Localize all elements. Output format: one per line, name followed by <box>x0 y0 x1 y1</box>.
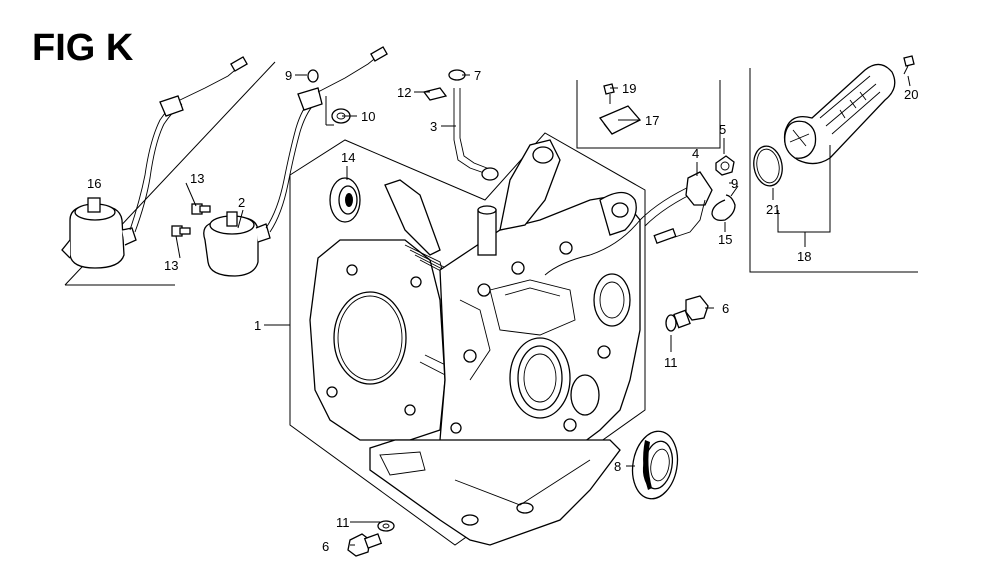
callout-6-right: 6 <box>722 301 729 316</box>
callout-9-top: 9 <box>285 68 292 83</box>
part-3-7-12-linkage <box>422 69 499 181</box>
callout-6-bottom: 6 <box>322 539 329 554</box>
callout-15: 15 <box>718 232 732 247</box>
callout-18: 18 <box>797 249 811 264</box>
callout-13-top: 13 <box>190 171 204 186</box>
callout-3: 3 <box>430 119 437 134</box>
part-1-crankcase <box>289 132 646 546</box>
part-16-switch-assembly <box>61 56 248 269</box>
callout-5: 5 <box>719 122 726 137</box>
part-2-solenoid-assembly <box>203 46 388 277</box>
callout-2: 2 <box>238 195 245 210</box>
leader-lines <box>175 74 911 546</box>
part-8-oil-seal <box>631 430 679 500</box>
callout-11-right: 11 <box>664 355 678 370</box>
callout-1: 1 <box>254 318 261 333</box>
callout-9-right: 9 <box>731 176 738 191</box>
callout-20: 20 <box>904 87 918 102</box>
callout-19: 19 <box>622 81 636 96</box>
part-13-bolts <box>171 203 211 237</box>
callout-16: 16 <box>87 176 101 191</box>
callout-7: 7 <box>474 68 481 83</box>
part-5-bolt <box>715 155 735 176</box>
callout-4: 4 <box>692 146 699 161</box>
callout-14: 14 <box>341 150 355 165</box>
callout-10: 10 <box>361 109 375 124</box>
callout-12: 12 <box>397 85 411 100</box>
callout-21: 21 <box>766 202 780 217</box>
part-9-10-washer-nut <box>307 69 351 124</box>
part-6-11-bottom-bolt-washer <box>347 520 395 557</box>
part-4-wire <box>544 171 713 276</box>
callout-8: 8 <box>614 459 621 474</box>
part-6-11-right-bolt-washer <box>665 295 709 332</box>
part-18-20-21-oil-filler <box>753 55 915 187</box>
part-14-oil-seal <box>329 177 361 223</box>
callout-13-bottom: 13 <box>164 258 178 273</box>
part-15-clamp <box>711 185 739 222</box>
callout-17: 17 <box>645 113 659 128</box>
callout-11-bottom: 11 <box>336 515 350 530</box>
figure-title: FIG K <box>32 27 134 69</box>
callout-labels: 1 2 3 4 5 6 6 7 8 9 9 10 11 11 12 13 13 … <box>87 68 918 554</box>
